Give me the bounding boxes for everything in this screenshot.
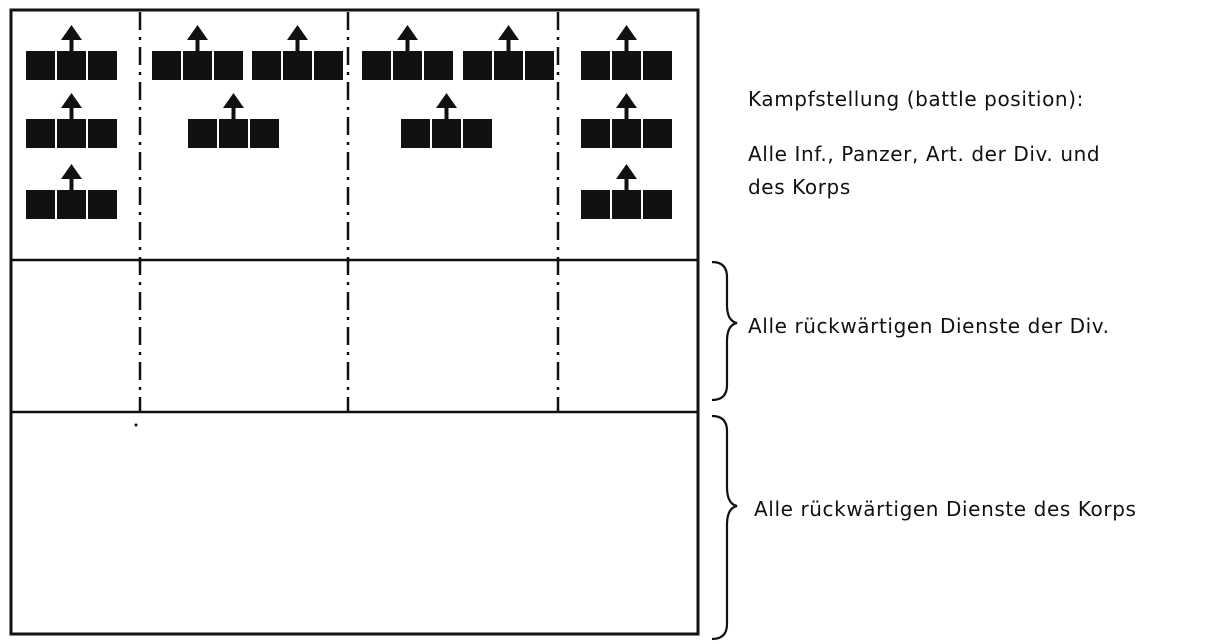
- unit-symbol-icon: [579, 23, 674, 82]
- unit-symbol-icon: [24, 23, 119, 82]
- unit-symbol-icon: [24, 91, 119, 150]
- unit-symbols-sector-2: [150, 23, 345, 150]
- battle-position-description: Alle Inf., Panzer, Art. der Div. und: [748, 142, 1101, 166]
- brace-corps-services: [711, 414, 738, 641]
- unit-symbols-sector-1: [24, 23, 119, 221]
- unit-symbol-icon: [399, 91, 494, 150]
- division-rear-services-label: Alle rückwärtigen Dienste der Div.: [748, 314, 1110, 338]
- unit-symbol-icon: [250, 23, 345, 82]
- unit-symbol-icon: [360, 23, 455, 82]
- unit-symbol-icon: [24, 162, 119, 221]
- sector-boundaries: [138, 12, 560, 412]
- battle-position-title: Kampfstellung (battle position):: [748, 87, 1084, 111]
- unit-symbols-sector-3: [360, 23, 556, 150]
- boundary-dot: [134, 423, 138, 427]
- unit-symbol-icon: [579, 91, 674, 150]
- unit-symbols-sector-4: [579, 23, 674, 221]
- unit-symbol-icon: [150, 23, 245, 82]
- brace-division-services: [711, 260, 738, 402]
- battle-position-description-continued: des Korps: [748, 175, 851, 199]
- unit-symbol-icon: [461, 23, 556, 82]
- corps-rear-services-label: Alle rückwärtigen Dienste des Korps: [754, 497, 1137, 521]
- diagram-frame: [9, 8, 700, 636]
- unit-symbol-icon: [186, 91, 281, 150]
- unit-symbol-icon: [579, 162, 674, 221]
